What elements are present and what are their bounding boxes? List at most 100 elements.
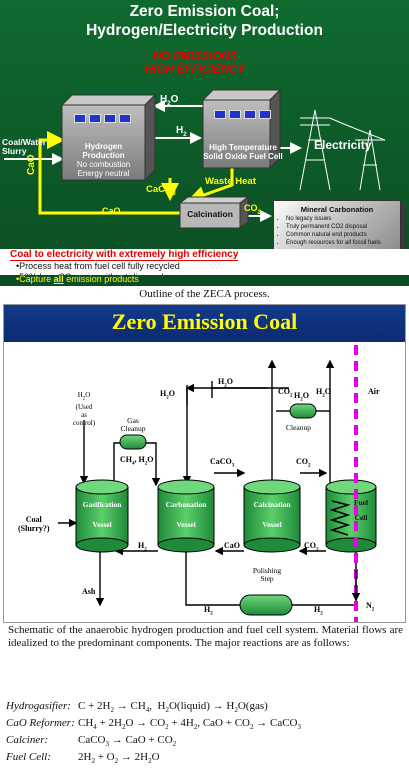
h2-left-label: H2 [138, 541, 147, 553]
h2o-control-1: H2O [77, 391, 91, 402]
gasification-vessel-icon [75, 479, 129, 553]
window-icon [244, 110, 256, 119]
title-line-1: Zero Emission Coal; [129, 3, 280, 20]
co2-mid-label: CO2 [296, 457, 311, 469]
reaction-1: Hydrogasifier: C + 2H2 → CH4, H2O(liquid)… [6, 700, 406, 714]
reaction-label: Fuel Cell: [6, 751, 51, 763]
gas-cleanup-pipe-icon [119, 434, 147, 450]
h2o-control-2: (Used [75, 403, 93, 412]
coal-label: Coal (Slurry?) [18, 515, 50, 533]
cao-loop-arrow [38, 131, 180, 215]
bullet-3-bar: •Capture all emission products [0, 274, 409, 286]
caco3-label: CaCO3 [146, 184, 176, 197]
waste-heat-label: Waste Heat [205, 176, 256, 187]
hydrogen-cube-windows [74, 114, 131, 123]
coal-2: (Slurry?) [18, 524, 50, 533]
fc-line-2: Solid Oxide Fuel Cell [203, 152, 283, 161]
mineral-list-item: Common natural end products [286, 231, 381, 239]
reaction-2: CaO Reformer:CH4 + 2H2O → CO2 + 4H2, CaO… [6, 717, 406, 731]
calcination-box-icon [178, 196, 250, 229]
calcination-vessel-icon [243, 479, 301, 553]
h2o-top-right-label: H2O [316, 387, 331, 399]
h2o-control-3: as [81, 411, 87, 420]
high-efficiency-label: HIGH EFFICIENCY [144, 64, 246, 76]
caption-2: Schematic of the anaerobic hydrogen prod… [8, 624, 403, 650]
carbonation-2: Vessel [176, 520, 196, 529]
ch4-h2o-label: CH4, H2O [120, 455, 154, 467]
title-line-2: Hydrogen/Electricity Production [86, 22, 323, 39]
h2o-mid2-label: H2O [294, 391, 309, 403]
reaction-equation: CH4 + 2H2O → CO2 + 4H2, CaO + CO2 → CaCO… [78, 717, 301, 732]
gasification-2: Vessel [92, 520, 112, 529]
bullet-3-post: emission products [63, 274, 139, 284]
h2-bottom-left-label: H2 [204, 605, 213, 617]
calcination-2: Vessel [262, 520, 282, 529]
co2-label: CO2 [244, 203, 261, 216]
bullet-3-all: all [53, 274, 64, 284]
polishing-2: Step [260, 574, 274, 583]
bullet-3: •Capture all emission products [16, 274, 139, 284]
h2o-mid1-label: H2O [218, 377, 233, 389]
slide1-title: Zero Emission Coal; Hydrogen/Electricity… [0, 2, 409, 40]
electricity-label: Electricity [314, 138, 372, 152]
window-icon [89, 114, 101, 123]
no-emissions-label: NO EMISSIONS [152, 51, 238, 63]
hp-line-1: Hydrogen [84, 142, 123, 151]
h2o-control-4: control) [72, 419, 96, 428]
fuel-cell-label: High Temperature Solid Oxide Fuel Cell [203, 143, 283, 161]
flow-arrows [4, 88, 386, 229]
n2-label: N2 [366, 601, 375, 613]
window-icon [259, 110, 271, 119]
fuelcell-cube-windows [214, 110, 271, 119]
caption-1: Outline of the ZECA process. [139, 288, 270, 300]
calcination-label: Calcination [187, 209, 233, 219]
h2o-label: H2O [160, 94, 179, 108]
carbonation-vessel-icon [157, 479, 215, 553]
bullet-1: •Process heat from fuel cell fully recyc… [16, 261, 180, 271]
mineral-list-item: Truly permanent CO2 disposal [286, 223, 381, 231]
window-icon [119, 114, 131, 123]
calcination-vessel-label: Calcination Vessel [244, 495, 300, 535]
reaction-label: Calciner: [6, 734, 49, 746]
polishing-label: Polishing Step [242, 567, 292, 583]
hydrogen-production-label: Hydrogen Production No combustion Energy… [62, 142, 145, 178]
window-icon [74, 114, 86, 123]
bottom-red-text: Coal to electricity with extremely high … [10, 249, 239, 261]
reaction-equation: 2H2 + O2 → 2H2O [78, 751, 160, 766]
cao-label-2: CaO [224, 541, 240, 550]
mineral-list-item: No legacy issues [286, 215, 381, 223]
h2-label: H2 [176, 125, 187, 139]
polishing-pipe-icon [239, 594, 293, 616]
co2-bottom-label: CO2 [304, 541, 319, 553]
hp-line-4: Energy neutral [77, 169, 130, 178]
window-icon [214, 110, 226, 119]
coal-slurry-label: Coal/Water Slurry [2, 138, 46, 156]
fuel-cell-2: Cell [354, 513, 368, 522]
gas-cleanup-2: Cleanup [120, 424, 146, 433]
reaction-4: Fuel Cell: 2H2 + O2 → 2H2O [6, 751, 406, 765]
reaction-equation: C + 2H2 → CH4, H2O(liquid) → H2O(gas) [78, 700, 268, 715]
red-headline: NO EMISSIONS HIGH EFFICIENCY [120, 51, 270, 77]
mineral-list-item: Enough resources for all fossil fuels [286, 239, 381, 247]
cleanup-label: Cleanup [286, 423, 311, 432]
cao-bottom-label: CaO [102, 206, 121, 216]
calcination-1: Calcination [253, 500, 291, 509]
co2-top-label: CO2 [278, 387, 293, 399]
ash-label: Ash [82, 587, 96, 596]
coal-line-1: Coal/Water [2, 137, 47, 147]
hp-line-2: Production [82, 151, 125, 160]
carbonation-label: Carbonation Vessel [158, 495, 214, 535]
gas-cleanup-1: Gas [127, 416, 139, 425]
reaction-label: CaO Reformer: [6, 717, 75, 729]
hp-line-3: No combustion [76, 160, 131, 169]
carbonation-1: Carbonation [165, 500, 207, 509]
cleanup-pipe-icon [289, 403, 317, 419]
fuel-cell-vessel-label: Fuel Cell [348, 495, 374, 525]
power-pylon-icon [299, 109, 386, 191]
fuel-cell-vessel-icon [325, 479, 377, 553]
gasification-1: Gasification [82, 500, 122, 509]
gasification-label: Gasification Vessel [76, 495, 128, 535]
coal-1: Coal [25, 515, 42, 524]
cao-vertical-label: CaO [26, 154, 37, 175]
reaction-label: Hydrogasifier: [6, 700, 71, 712]
